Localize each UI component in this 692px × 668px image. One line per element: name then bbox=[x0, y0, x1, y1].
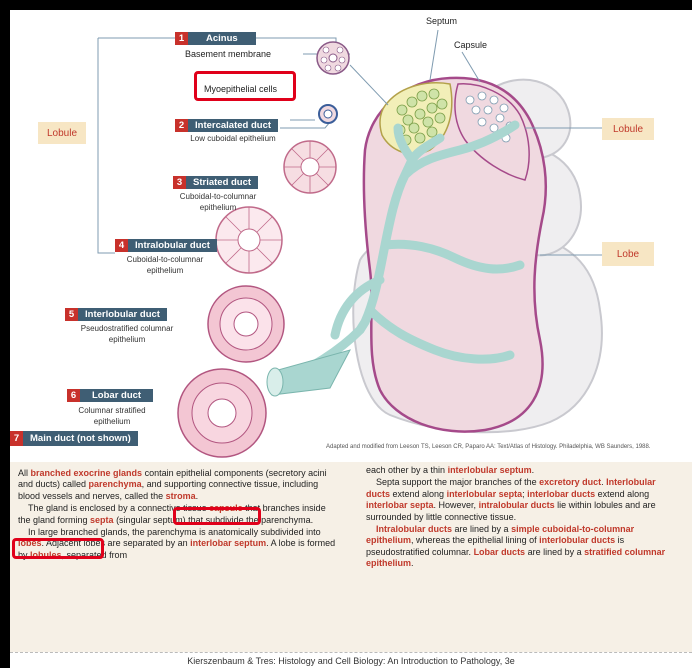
badge-intercalated-duct: 2 Intercalated duct bbox=[175, 119, 278, 132]
badge-title: Striated duct bbox=[186, 176, 258, 189]
badge-title: Main duct (not shown) bbox=[23, 431, 138, 446]
acinus-illustration bbox=[317, 42, 349, 74]
slide: Septum Capsule Lobule Lobule Lobe 1 Acin… bbox=[10, 10, 692, 668]
badge-number: 3 bbox=[173, 176, 186, 189]
badge-intralobular-duct: 4 Intralobular duct bbox=[115, 239, 217, 252]
main-duct bbox=[272, 350, 350, 395]
lobule-right-label: Lobule bbox=[602, 118, 654, 140]
description-text: All branched exocrine glands contain epi… bbox=[10, 462, 692, 652]
badge-number: 5 bbox=[65, 308, 78, 321]
intercalated-duct-illustration bbox=[319, 105, 337, 123]
paragraph: Septa support the major branches of the … bbox=[366, 477, 682, 523]
badge-number: 6 bbox=[67, 389, 80, 402]
striated-desc-1: Cuboidal-to-columnar bbox=[168, 191, 268, 202]
badge-title: Intercalated duct bbox=[188, 119, 278, 132]
footer-citation: Kierszenbaum & Tres: Histology and Cell … bbox=[10, 652, 692, 668]
badge-striated-duct: 3 Striated duct bbox=[173, 176, 258, 189]
interlobular-duct-illustration bbox=[208, 286, 284, 362]
lobar-desc-2: epithelium bbox=[65, 416, 159, 427]
striated-desc-2: epithelium bbox=[168, 202, 268, 213]
figure-credit: Adapted and modified from Leeson TS, Lee… bbox=[326, 444, 651, 450]
badge-acinus: 1 Acinus bbox=[175, 32, 256, 45]
badge-title: Interlobular duct bbox=[78, 308, 167, 321]
paragraph: each other by a thin interlobular septum… bbox=[366, 465, 682, 476]
badge-main-duct: 7 Main duct (not shown) bbox=[10, 431, 138, 446]
intralobular-duct-illustration bbox=[216, 207, 282, 273]
highlight-box-parenchyma bbox=[173, 507, 261, 525]
lobule-left-label: Lobule bbox=[38, 122, 86, 144]
intralobular-desc-1: Cuboidal-to-columnar bbox=[110, 254, 220, 265]
septum-label: Septum bbox=[426, 16, 457, 27]
lobe-label: Lobe bbox=[602, 242, 654, 266]
capsule-label: Capsule bbox=[454, 40, 487, 51]
paragraph: Intralobular ducts are lined by a simple… bbox=[366, 524, 682, 570]
basement-membrane-label: Basement membrane bbox=[185, 49, 271, 60]
text-column-right: each other by a thin interlobular septum… bbox=[366, 465, 682, 571]
lobar-duct-illustration bbox=[178, 369, 266, 457]
badge-number: 4 bbox=[115, 239, 128, 252]
lobar-desc-1: Columnar stratified bbox=[65, 405, 159, 416]
interlobular-desc-2: epithelium bbox=[65, 334, 189, 345]
badge-title: Acinus bbox=[188, 32, 256, 45]
badge-number: 1 bbox=[175, 32, 188, 45]
intercalated-desc: Low cuboidal epithelium bbox=[178, 133, 288, 144]
interlobular-desc-1: Pseudostratified columnar bbox=[65, 323, 189, 334]
intralobular-desc-2: epithelium bbox=[110, 265, 220, 276]
striated-duct-illustration bbox=[284, 141, 336, 193]
badge-lobar-duct: 6 Lobar duct bbox=[67, 389, 153, 402]
main-duct-end bbox=[267, 368, 283, 396]
badge-title: Intralobular duct bbox=[128, 239, 217, 252]
paragraph: All branched exocrine glands contain epi… bbox=[18, 468, 340, 502]
highlight-box-myoepithelial bbox=[194, 71, 296, 101]
badge-number: 2 bbox=[175, 119, 188, 132]
badge-number: 7 bbox=[10, 431, 23, 446]
badge-interlobular-duct: 5 Interlobular duct bbox=[65, 308, 167, 321]
highlight-box-stroma bbox=[12, 538, 104, 559]
badge-title: Lobar duct bbox=[80, 389, 153, 402]
